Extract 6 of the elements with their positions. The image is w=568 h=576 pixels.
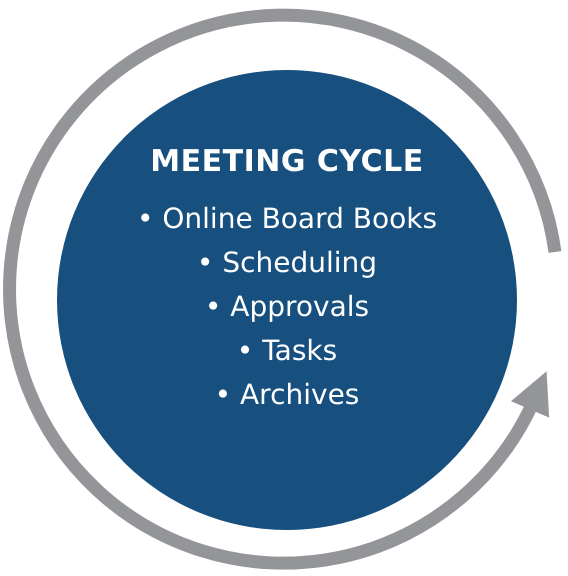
list-item: • Scheduling <box>196 244 378 280</box>
list-item: • Online Board Books <box>136 200 438 236</box>
circle-heading: MEETING CYCLE <box>150 144 424 178</box>
list-item: • Archives <box>214 376 360 412</box>
list-item: • Approvals <box>204 288 370 324</box>
list-item: • Tasks <box>236 332 338 368</box>
